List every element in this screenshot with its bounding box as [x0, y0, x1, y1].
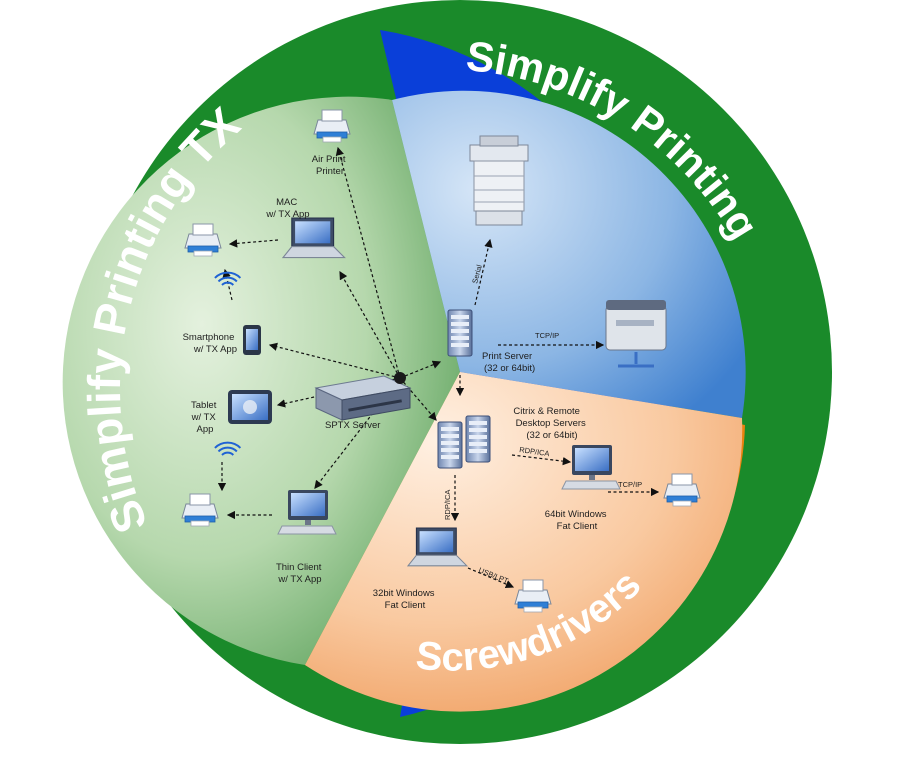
- print-server-label: Print Server (32 or 64bit): [482, 351, 535, 374]
- orange-sector: [305, 372, 743, 712]
- citrix-server-icon: [465, 415, 491, 463]
- air-print-label: Air Print Printer: [312, 154, 348, 177]
- print-server-icon: [447, 309, 473, 357]
- network-printer-icon: [605, 300, 667, 368]
- edge-label-tcpip-top: TCP/IP: [535, 331, 559, 340]
- win64-label: 64bit Windows Fat Client: [545, 509, 609, 532]
- mac-label: MAC w/ TX App: [265, 197, 309, 220]
- copier-icon: [469, 135, 529, 226]
- edge-label-rdp-right: RDP/ICA: [519, 445, 550, 458]
- smartphone-icon: [243, 325, 261, 355]
- edge-label-rdp-down: RDP/ICA: [443, 490, 452, 520]
- green-sector: [62, 96, 461, 665]
- tablet-label: Tablet w/ TX App: [191, 400, 219, 435]
- tablet-icon: [228, 390, 272, 424]
- thin-client-label: Thin Client w/ TX App: [276, 562, 324, 585]
- citrix-label: Citrix & Remote Desktop Servers (32 or 6…: [513, 406, 588, 441]
- citrix-server-icon: [437, 421, 463, 469]
- smartphone-label: Smartphone w/ TX App: [183, 332, 237, 355]
- win32-label: 32bit Windows Fat Client: [373, 588, 437, 611]
- edge-label-tcpip-right: TCP/IP: [618, 480, 642, 489]
- sptx-server-label: SPTX Server: [325, 420, 380, 431]
- sptx-server-icon: [314, 372, 412, 421]
